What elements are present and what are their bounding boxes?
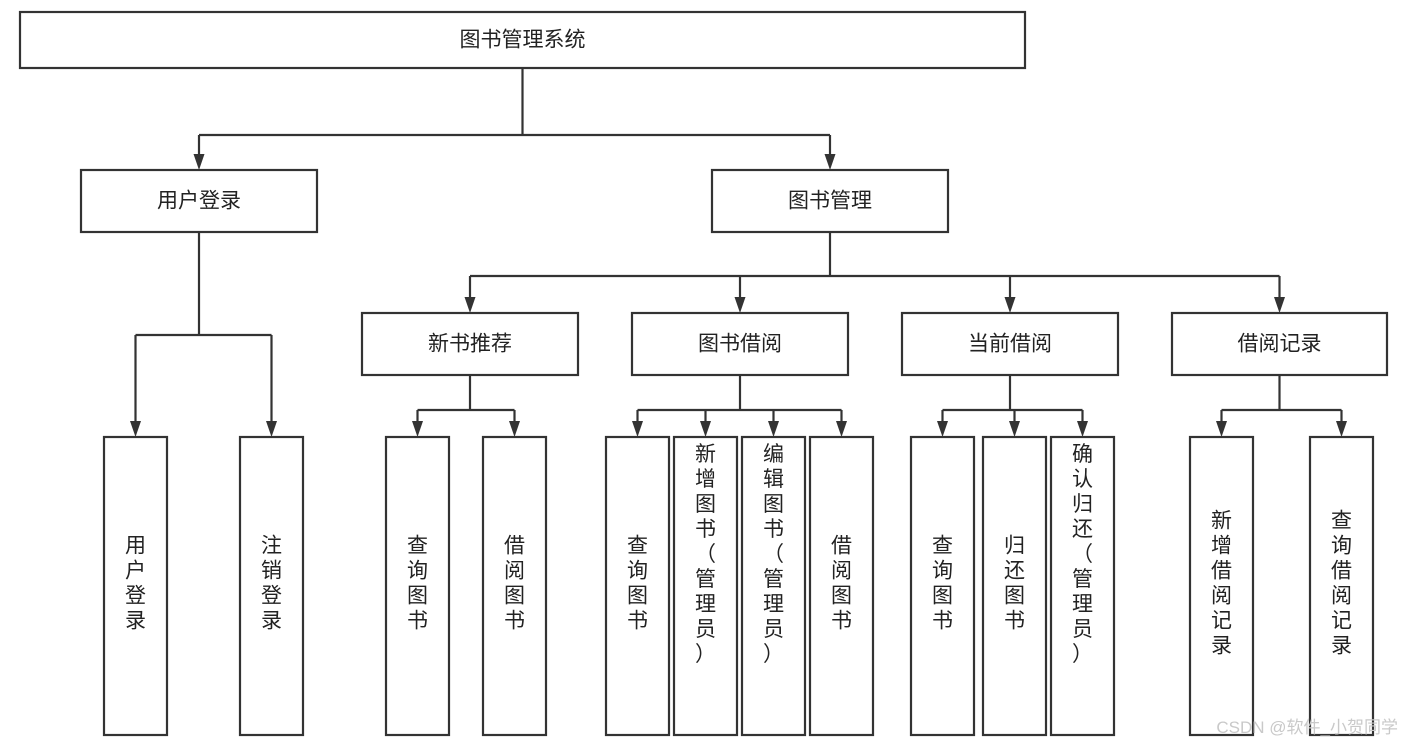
edge-to-book-management-arrowhead <box>824 154 836 170</box>
node-box-leaf-query-book-current[interactable] <box>909 435 976 737</box>
node-box-root[interactable] <box>18 10 1027 70</box>
edge-to-user-login-arrowhead <box>193 154 205 170</box>
node-leaf-return-book[interactable]: 归还图书 <box>981 435 1048 737</box>
edge-to-leaf-query-borrow-record-arrowhead <box>1336 421 1347 437</box>
node-label-book-management: 图书管理 <box>788 190 872 213</box>
node-label-leaf-add-book-admin: 新增图书（管理员） <box>695 443 716 666</box>
node-book-management[interactable]: 图书管理 <box>710 168 950 234</box>
node-box-leaf-user-login[interactable] <box>102 435 169 737</box>
node-box-leaf-query-book-borrow[interactable] <box>604 435 671 737</box>
node-box-borrow-record[interactable] <box>1170 311 1389 377</box>
connector-lines-group <box>130 68 1347 437</box>
csdn-watermark: CSDN @软件_小贺同学 <box>1216 718 1398 737</box>
node-label-book-borrow: 图书借阅 <box>698 333 782 356</box>
edge-to-leaf-edit-book-admin-arrowhead <box>768 421 779 437</box>
node-leaf-edit-book-admin[interactable]: 编辑图书（管理员） <box>740 435 807 737</box>
node-box-leaf-add-borrow-record[interactable] <box>1188 435 1255 737</box>
node-box-book-management[interactable] <box>710 168 950 234</box>
node-label-leaf-edit-book-admin: 编辑图书（管理员） <box>763 443 784 666</box>
node-leaf-borrow-book[interactable]: 借阅图书 <box>808 435 875 737</box>
edge-to-leaf-query-book-borrow-arrowhead <box>632 421 643 437</box>
node-label-leaf-query-book-current: 查询图书 <box>932 535 953 633</box>
node-box-user-login[interactable] <box>79 168 319 234</box>
node-label-leaf-query-book-borrow: 查询图书 <box>627 535 648 633</box>
node-label-root: 图书管理系统 <box>460 29 586 52</box>
node-label-leaf-return-book: 归还图书 <box>1004 535 1025 633</box>
node-label-current-borrow: 当前借阅 <box>968 333 1052 356</box>
edge-to-book-borrow-arrowhead <box>734 297 746 313</box>
node-box-leaf-borrow-book[interactable] <box>808 435 875 737</box>
node-borrow-record[interactable]: 借阅记录 <box>1170 311 1389 377</box>
node-label-borrow-record: 借阅记录 <box>1238 333 1322 356</box>
node-new-book-recommend[interactable]: 新书推荐 <box>360 311 580 377</box>
edge-to-current-borrow-arrowhead <box>1004 297 1016 313</box>
node-leaf-borrow-book-new[interactable]: 借阅图书 <box>481 435 548 737</box>
node-label-leaf-query-book-new: 查询图书 <box>407 535 428 633</box>
edge-to-leaf-query-book-new-arrowhead <box>412 421 423 437</box>
node-box-leaf-borrow-book-new[interactable] <box>481 435 548 737</box>
node-book-borrow[interactable]: 图书借阅 <box>630 311 850 377</box>
edge-to-new-book-recommend-arrowhead <box>464 297 476 313</box>
node-box-leaf-add-book-admin[interactable] <box>672 435 739 737</box>
node-leaf-user-login[interactable]: 用户登录 <box>102 435 169 737</box>
node-box-book-borrow[interactable] <box>630 311 850 377</box>
node-leaf-query-book-current[interactable]: 查询图书 <box>909 435 976 737</box>
node-box-leaf-edit-book-admin[interactable] <box>740 435 807 737</box>
node-box-current-borrow[interactable] <box>900 311 1120 377</box>
edge-to-leaf-add-book-admin-arrowhead <box>700 421 711 437</box>
node-leaf-query-book-new[interactable]: 查询图书 <box>384 435 451 737</box>
edge-to-leaf-user-login-arrowhead <box>130 421 141 437</box>
edge-to-leaf-query-book-current-arrowhead <box>937 421 948 437</box>
node-label-leaf-add-borrow-record: 新增借阅记录 <box>1211 510 1232 658</box>
node-box-leaf-confirm-return-admin[interactable] <box>1049 435 1116 737</box>
node-leaf-logout[interactable]: 注销登录 <box>238 435 305 737</box>
node-leaf-query-borrow-record[interactable]: 查询借阅记录 <box>1308 435 1375 737</box>
node-leaf-query-book-borrow[interactable]: 查询图书 <box>604 435 671 737</box>
node-boxes-group: 图书管理系统用户登录图书管理新书推荐图书借阅当前借阅借阅记录用户登录注销登录查询… <box>18 10 1389 737</box>
edge-to-leaf-confirm-return-admin-arrowhead <box>1077 421 1088 437</box>
node-label-leaf-borrow-book-new: 借阅图书 <box>504 535 525 633</box>
edge-to-leaf-add-borrow-record-arrowhead <box>1216 421 1227 437</box>
edge-to-leaf-borrow-book-new-arrowhead <box>509 421 520 437</box>
node-leaf-add-book-admin[interactable]: 新增图书（管理员） <box>672 435 739 737</box>
node-label-leaf-confirm-return-admin: 确认归还（管理员） <box>1072 443 1093 666</box>
edge-to-leaf-logout-arrowhead <box>266 421 277 437</box>
node-current-borrow[interactable]: 当前借阅 <box>900 311 1120 377</box>
node-label-leaf-query-borrow-record: 查询借阅记录 <box>1331 510 1352 658</box>
node-box-leaf-return-book[interactable] <box>981 435 1048 737</box>
node-user-login[interactable]: 用户登录 <box>79 168 319 234</box>
node-box-leaf-query-borrow-record[interactable] <box>1308 435 1375 737</box>
node-label-leaf-logout: 注销登录 <box>261 535 282 633</box>
node-leaf-add-borrow-record[interactable]: 新增借阅记录 <box>1188 435 1255 737</box>
node-label-leaf-borrow-book: 借阅图书 <box>831 535 852 633</box>
node-box-leaf-logout[interactable] <box>238 435 305 737</box>
node-label-user-login: 用户登录 <box>157 190 241 213</box>
node-box-leaf-query-book-new[interactable] <box>384 435 451 737</box>
node-label-new-book-recommend: 新书推荐 <box>428 333 512 356</box>
node-label-leaf-user-login: 用户登录 <box>125 535 146 633</box>
node-leaf-confirm-return-admin[interactable]: 确认归还（管理员） <box>1049 435 1116 737</box>
node-box-new-book-recommend[interactable] <box>360 311 580 377</box>
node-root[interactable]: 图书管理系统 <box>18 10 1027 70</box>
edge-to-leaf-borrow-book-arrowhead <box>836 421 847 437</box>
edge-to-borrow-record-arrowhead <box>1274 297 1285 313</box>
edge-to-leaf-return-book-arrowhead <box>1009 421 1020 437</box>
